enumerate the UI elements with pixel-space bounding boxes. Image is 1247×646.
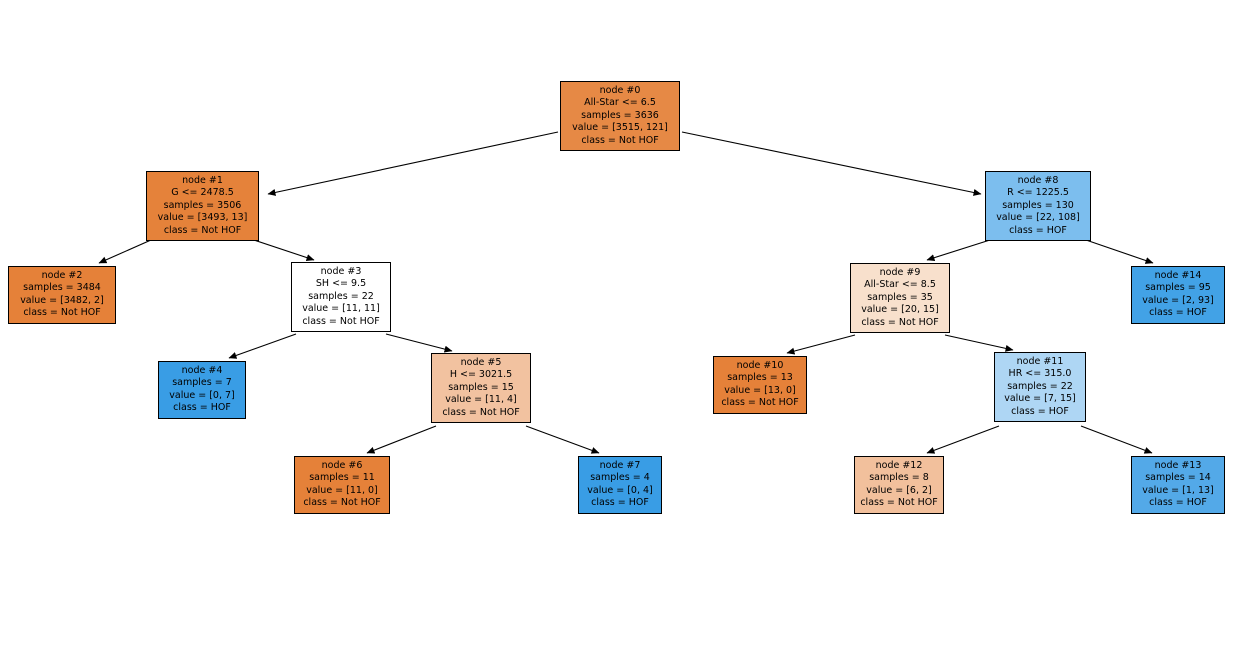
node-class: class = Not HOF [163, 224, 242, 236]
node-value: value = [11, 0] [306, 484, 378, 496]
node-samples: samples = 14 [1145, 472, 1211, 484]
edge-node11-node12 [926, 425, 1000, 454]
node-samples: samples = 4 [590, 472, 650, 484]
node-value: value = [11, 11] [302, 303, 380, 315]
node-class: class = Not HOF [302, 315, 380, 327]
tree-node-4: node #4 samples = 7 value = [0, 7] class… [158, 361, 246, 419]
tree-node-8: node #8 R <= 1225.5 samples = 130 value … [985, 171, 1091, 242]
node-samples: samples = 35 [867, 291, 933, 303]
node-samples: samples = 95 [1145, 282, 1211, 294]
edge-node0-node1 [267, 131, 559, 196]
tree-node-3: node #3 SH <= 9.5 samples = 22 value = [… [291, 262, 391, 333]
edge-node3-node4 [228, 333, 297, 359]
edge-node5-node6 [366, 425, 437, 454]
node-samples: samples = 3506 [163, 199, 242, 211]
node-title: node #13 [1154, 460, 1202, 471]
node-value: value = [13, 0] [724, 384, 796, 396]
node-title: node #6 [321, 460, 363, 471]
node-class: class = Not HOF [860, 497, 938, 509]
tree-node-10: node #10 samples = 13 value = [13, 0] cl… [713, 356, 807, 414]
node-value: value = [22, 108] [996, 212, 1080, 224]
tree-node-1: node #1 G <= 2478.5 samples = 3506 value… [146, 171, 259, 242]
tree-node-0: node #0 All-Star <= 6.5 samples = 3636 v… [560, 81, 680, 152]
node-value: value = [3493, 13] [157, 212, 248, 224]
node-samples: samples = 3484 [23, 282, 101, 294]
node-samples: samples = 11 [309, 472, 375, 484]
node-condition: All-Star <= 6.5 [584, 97, 656, 109]
tree-node-9: node #9 All-Star <= 8.5 samples = 35 val… [850, 263, 950, 334]
node-class: class = Not HOF [442, 406, 520, 418]
node-class: class = Not HOF [23, 307, 101, 319]
node-class: class = Not HOF [581, 134, 659, 146]
node-title: node #12 [875, 460, 923, 471]
node-condition: R <= 1225.5 [1007, 187, 1069, 199]
tree-node-13: node #13 samples = 14 value = [1, 13] cl… [1131, 456, 1225, 514]
node-class: class = HOF [173, 402, 231, 414]
node-samples: samples = 7 [172, 377, 232, 389]
node-class: class = HOF [1011, 405, 1069, 417]
node-title: node #2 [41, 270, 83, 281]
node-class: class = HOF [591, 497, 649, 509]
node-samples: samples = 13 [727, 372, 793, 384]
node-class: class = Not HOF [721, 397, 799, 409]
edge-node8-node14 [1085, 239, 1154, 264]
node-condition: G <= 2478.5 [171, 187, 234, 199]
node-title: node #3 [320, 266, 362, 277]
node-title: node #4 [181, 365, 223, 376]
node-samples: samples = 22 [1007, 380, 1073, 392]
node-value: value = [20, 15] [861, 304, 939, 316]
tree-node-2: node #2 samples = 3484 value = [3482, 2]… [8, 266, 116, 324]
edge-node9-node11 [944, 334, 1014, 352]
node-value: value = [2, 93] [1142, 294, 1214, 306]
node-title: node #9 [879, 267, 921, 278]
node-samples: samples = 3636 [581, 109, 659, 121]
node-samples: samples = 130 [1002, 199, 1074, 211]
tree-node-5: node #5 H <= 3021.5 samples = 15 value =… [431, 353, 531, 424]
node-class: class = Not HOF [303, 497, 381, 509]
node-value: value = [0, 4] [587, 484, 653, 496]
node-value: value = [1, 13] [1142, 484, 1214, 496]
node-title: node #5 [460, 357, 502, 368]
node-value: value = [3515, 121] [572, 122, 668, 134]
node-value: value = [0, 7] [169, 389, 235, 401]
edge-node1-node3 [253, 239, 315, 261]
node-title: node #11 [1016, 356, 1064, 367]
node-samples: samples = 22 [308, 290, 374, 302]
node-class: class = Not HOF [861, 316, 939, 328]
edge-node0-node8 [681, 131, 982, 196]
node-condition: HR <= 315.0 [1008, 368, 1072, 380]
node-title: node #7 [599, 460, 641, 471]
edge-node1-node2 [98, 239, 152, 264]
node-title: node #1 [182, 175, 223, 186]
node-title: node #8 [1017, 175, 1059, 186]
tree-node-14: node #14 samples = 95 value = [2, 93] cl… [1131, 266, 1225, 324]
node-class: class = HOF [1149, 307, 1207, 319]
node-title: node #10 [736, 360, 784, 371]
edge-node3-node5 [385, 333, 453, 353]
node-title: node #0 [599, 85, 641, 96]
node-condition: H <= 3021.5 [449, 369, 513, 381]
tree-node-6: node #6 samples = 11 value = [11, 0] cla… [294, 456, 390, 514]
node-condition: All-Star <= 8.5 [864, 279, 936, 291]
node-value: value = [6, 2] [866, 484, 932, 496]
tree-node-7: node #7 samples = 4 value = [0, 4] class… [578, 456, 662, 514]
node-class: class = HOF [1149, 497, 1207, 509]
edge-node8-node9 [926, 239, 991, 262]
tree-node-12: node #12 samples = 8 value = [6, 2] clas… [854, 456, 944, 514]
tree-node-11: node #11 HR <= 315.0 samples = 22 value … [994, 352, 1086, 423]
node-value: value = [3482, 2] [20, 294, 104, 306]
node-value: value = [11, 4] [445, 394, 517, 406]
node-title: node #14 [1154, 270, 1202, 281]
node-samples: samples = 8 [869, 472, 929, 484]
node-value: value = [7, 15] [1004, 393, 1076, 405]
edge-node5-node7 [525, 425, 600, 454]
node-condition: SH <= 9.5 [315, 278, 367, 290]
node-samples: samples = 15 [448, 381, 514, 393]
edge-node11-node13 [1080, 425, 1153, 454]
node-class: class = HOF [1009, 224, 1067, 236]
edge-node9-node10 [786, 334, 856, 355]
